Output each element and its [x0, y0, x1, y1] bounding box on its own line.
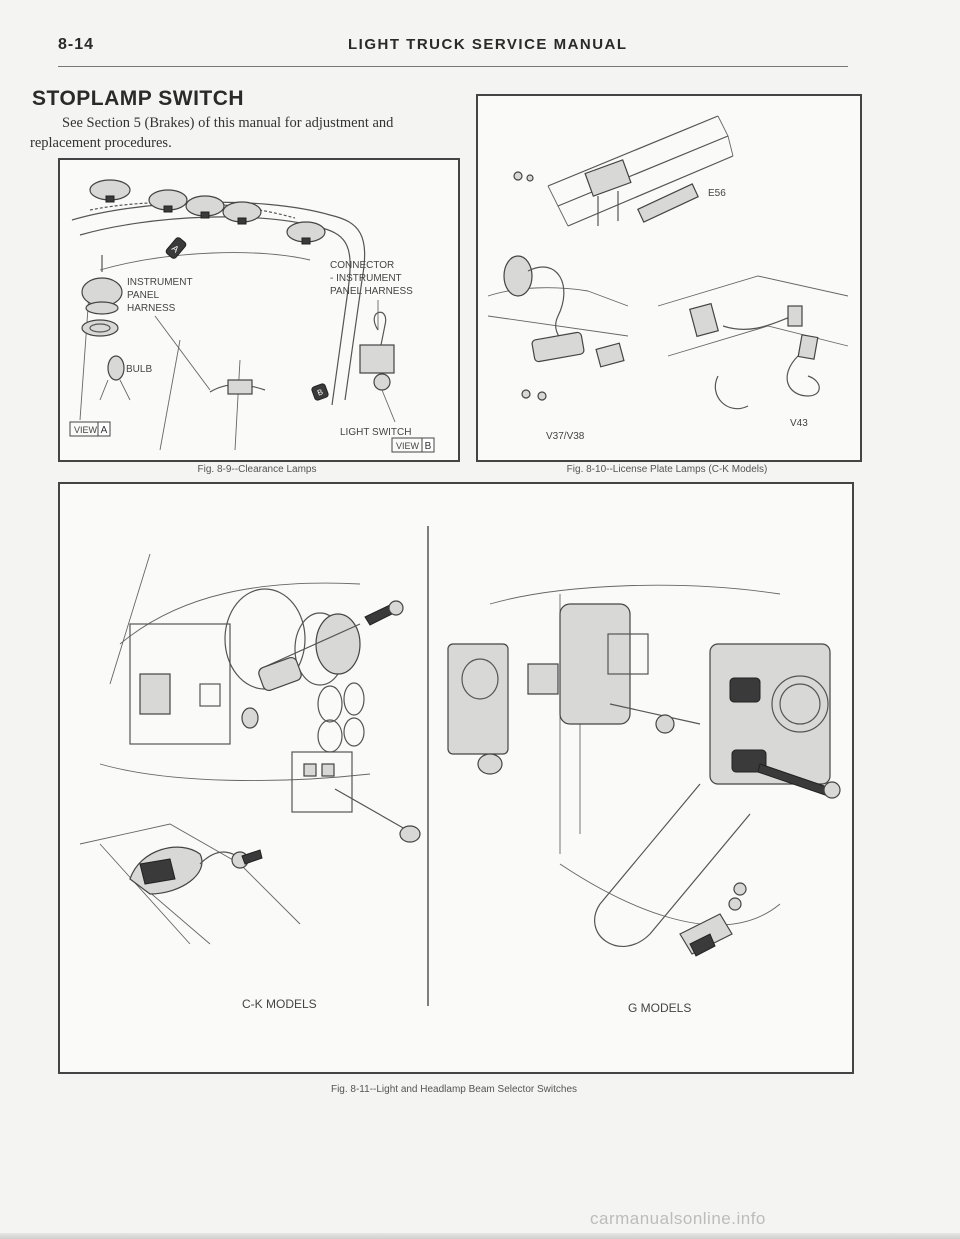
caption-fig-8-11: Fig. 8-11--Light and Headlamp Beam Selec…	[330, 1084, 578, 1095]
view-a-letter: A	[101, 425, 108, 436]
ck-models-label: C-K MODELS	[242, 997, 317, 1011]
connector-label-2: - INSTRUMENT	[330, 273, 402, 284]
running-header: LIGHT TRUCK SERVICE MANUAL	[348, 36, 628, 53]
harness-label-2: PANEL	[127, 290, 159, 301]
g-models-label: G MODELS	[628, 1001, 691, 1015]
figure-license-plate-lamps: E56 V37/V38 V43	[476, 94, 862, 462]
page-number: 8-14	[58, 36, 95, 53]
callout-a-label: A	[170, 243, 181, 255]
view-a-word: VIEW	[74, 425, 98, 435]
license-plate-lamps-illustration: E56 V37/V38 V43	[487, 115, 849, 442]
harness-label-1: INSTRUMENT	[127, 277, 193, 288]
view-b-word: VIEW	[396, 441, 420, 451]
figure-light-selector-switches: C-K MODELS G MODELS	[58, 482, 854, 1074]
v43-label: V43	[790, 418, 808, 429]
selector-switches-illustration: C-K MODELS G MODELS	[79, 526, 841, 1015]
callout-b-label: B	[316, 387, 324, 397]
e56-label: E56	[708, 188, 726, 199]
light-switch-label: LIGHT SWITCH	[340, 427, 411, 438]
bulb-label: BULB	[126, 364, 152, 375]
harness-label-3: HARNESS	[127, 303, 176, 314]
v37-v38-label: V37/V38	[546, 431, 585, 442]
header-rule	[58, 66, 848, 67]
caption-fig-8-9: Fig. 8-9--Clearance Lamps	[197, 464, 317, 475]
watermark: carmanualsonline.info	[590, 1209, 766, 1228]
clearance-lamps-illustration: A INSTRUMENT PANEL HARNESS BULB B CONNEC…	[69, 179, 435, 453]
caption-fig-8-10: Fig. 8-10--License Plate Lamps (C-K Mode…	[566, 464, 768, 475]
figure-clearance-lamps: A INSTRUMENT PANEL HARNESS BULB B CONNEC…	[58, 158, 460, 462]
section-title: STOPLAMP SWITCH	[32, 87, 245, 110]
view-b-letter: B	[425, 441, 432, 452]
scan-edge	[0, 1233, 960, 1239]
connector-label-3: PANEL HARNESS	[330, 286, 413, 297]
connector-label-1: CONNECTOR	[330, 260, 394, 271]
section-body: See Section 5 (Brakes) of this manual fo…	[30, 115, 394, 151]
